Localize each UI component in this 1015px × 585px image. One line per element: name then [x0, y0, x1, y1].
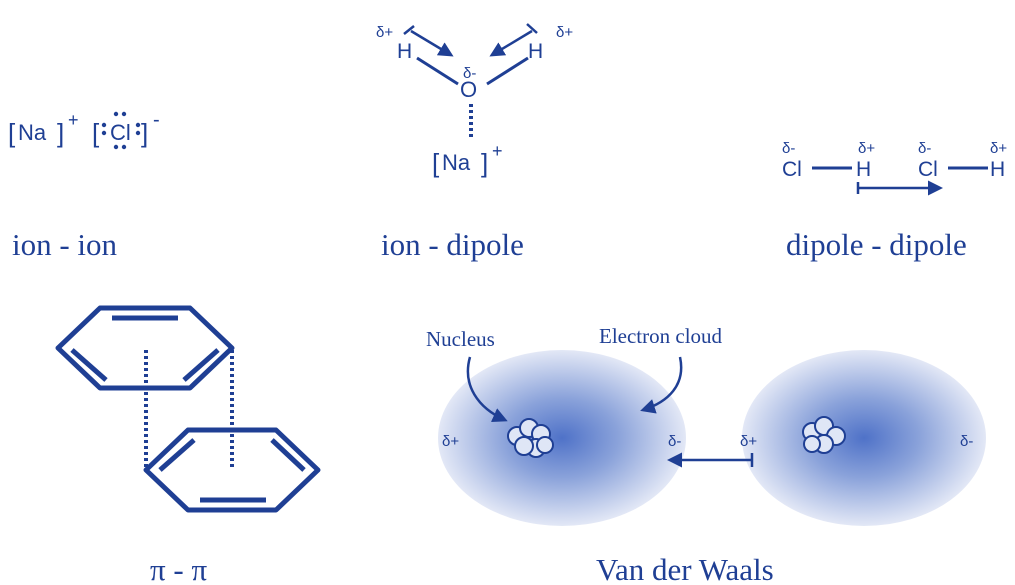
pi-pi-panel: π - π — [55, 305, 321, 585]
bracket-open: [ — [8, 118, 16, 148]
hydrogen-atom: H — [528, 40, 543, 63]
delta-plus-label: δ+ — [556, 24, 573, 41]
electron-cloud-right — [742, 350, 986, 526]
delta-minus-label: δ- — [918, 140, 931, 157]
ion-dipole-caption: ion - dipole — [381, 227, 524, 262]
ion-ion-panel: [ Na ] + [ Cl ] - ion - ion — [8, 109, 160, 262]
lone-pair-dots — [101, 111, 141, 150]
bracket-close: ] — [141, 118, 148, 148]
delta-plus-label: δ+ — [740, 433, 757, 450]
delta-minus-label: δ- — [960, 433, 973, 450]
van-der-waals-caption: Van der Waals — [596, 552, 774, 585]
electron-cloud-pointer — [640, 356, 683, 414]
dipole-dipole-panel: δ- δ+ δ- δ+ Cl H Cl H dipole - dipole — [782, 140, 1007, 262]
cl-ion-symbol: Cl — [110, 120, 131, 145]
dipole-arrow — [403, 23, 538, 57]
chlorine-atom: Cl — [782, 158, 802, 181]
nucleus-label: Nucleus — [426, 327, 495, 351]
delta-minus-label: δ- — [782, 140, 795, 157]
electron-cloud-left — [438, 350, 686, 526]
bracket-close: ] — [57, 118, 64, 148]
benzene-ring-bottom — [143, 427, 321, 513]
delta-plus-label: δ+ — [990, 140, 1007, 157]
benzene-ring-top — [55, 305, 235, 391]
cl-ion-charge: - — [153, 109, 160, 131]
nucleus-right — [802, 416, 846, 454]
delta-plus-label: δ+ — [858, 140, 875, 157]
chlorine-atom: Cl — [918, 158, 938, 181]
delta-plus-label: δ+ — [442, 433, 459, 450]
electron-cloud-label: Electron cloud — [599, 324, 723, 348]
pi-stacking-lines — [144, 350, 234, 468]
bracket-open: [ — [432, 148, 440, 178]
hydrogen-atom: H — [856, 158, 871, 181]
van-der-waals-panel: δ+ δ- δ+ δ- Nucleus Electron cloud Van d… — [426, 324, 986, 585]
pi-pi-caption: π - π — [150, 552, 207, 585]
na-ion-charge: + — [68, 110, 79, 130]
ion-dipole-panel: δ+ H δ+ H δ- O [ Na ] + ion - dipole — [376, 23, 573, 262]
dipole-dipole-caption: dipole - dipole — [786, 227, 967, 262]
bracket-close: ] — [481, 148, 488, 178]
delta-minus-label: δ- — [668, 433, 681, 450]
bracket-open: [ — [92, 118, 100, 148]
na-ion-charge: + — [492, 141, 503, 161]
hydrogen-atom: H — [990, 158, 1005, 181]
delta-minus-label: δ- — [463, 65, 476, 82]
nucleus-pointer — [466, 356, 508, 422]
na-ion-symbol: Na — [18, 120, 47, 145]
na-ion-symbol: Na — [442, 150, 471, 175]
hydrogen-atom: H — [397, 40, 412, 63]
delta-plus-label: δ+ — [376, 24, 393, 41]
oh-bonds — [416, 56, 529, 86]
nucleus-left — [507, 418, 554, 458]
ion-ion-caption: ion - ion — [12, 227, 118, 262]
oxygen-atom: O — [460, 77, 477, 102]
